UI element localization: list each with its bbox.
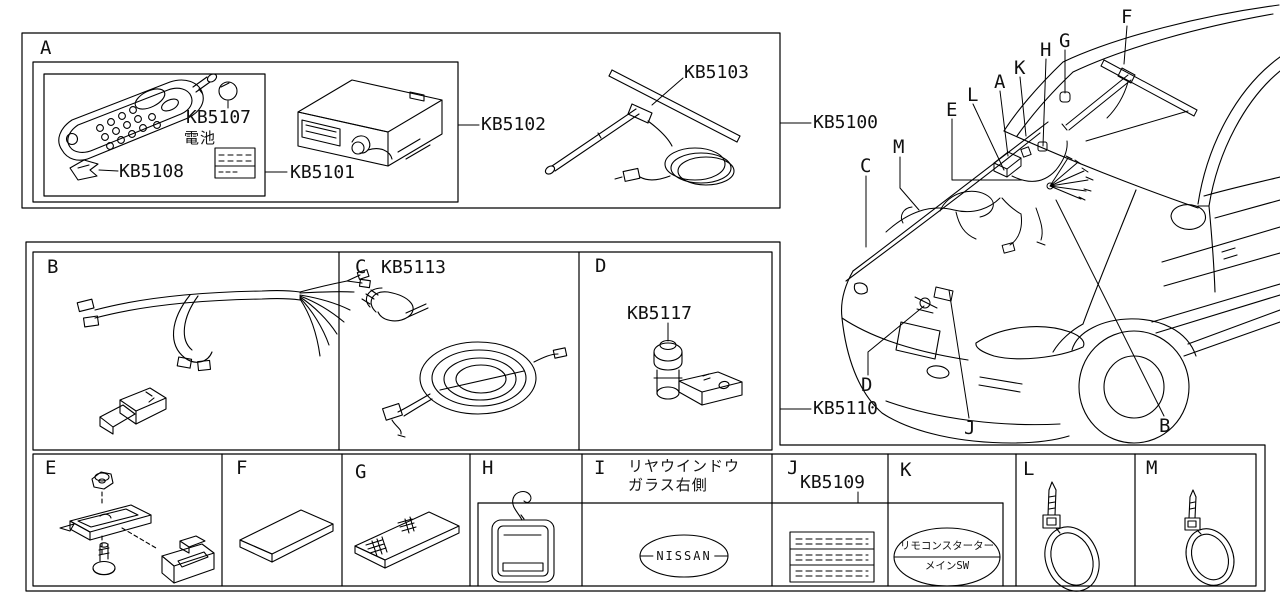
fitting-kit-outline: [25, 241, 1266, 592]
panel-e-label: E: [45, 457, 57, 479]
panel-a-box: [21, 32, 781, 209]
cable-tie-large-illustration: [1042, 481, 1100, 592]
cable-coil-illustration: [361, 287, 568, 438]
panel-h-label: H: [482, 457, 494, 479]
remote-control-illustration: [58, 73, 218, 161]
panel-a-label: A: [40, 37, 52, 59]
panel-i-caption-1: リヤウインドウ: [628, 457, 741, 475]
bracket-parts-illustration: [59, 471, 215, 584]
car-callout-m: M: [893, 136, 905, 158]
panel-b-label: B: [47, 256, 59, 278]
kb5110-label: KB5110: [813, 398, 879, 419]
battery-caption: 電池: [184, 129, 217, 147]
car-illustration: [840, 4, 1280, 444]
car-callout-a: A: [994, 71, 1006, 93]
car-callout-f: F: [1121, 6, 1133, 28]
switch-sticker-illustration: [893, 527, 1001, 587]
sticker-line-1: リモコンスターター: [899, 540, 995, 552]
caution-label-illustration: [789, 531, 875, 583]
panel-f-label: F: [236, 457, 248, 479]
panel-i-label: I: [594, 457, 606, 479]
kb5107-label: KB5107: [186, 107, 252, 128]
panel-j-label: J: [787, 457, 799, 479]
kb5103-label: KB5103: [684, 62, 750, 83]
car-callout-j: J: [964, 417, 976, 439]
engine-bay-harness: [885, 91, 1094, 314]
panel-i-caption-2: ガラス右側: [628, 476, 708, 494]
kb5108-label: KB5108: [119, 161, 185, 182]
panel-k-label: K: [900, 459, 912, 481]
label-card-icon: [214, 147, 256, 179]
panel-d-label: D: [595, 255, 607, 277]
car-callout-g: G: [1059, 30, 1071, 52]
kb5109-label: KB5109: [800, 472, 866, 493]
kb5113-label: KB5113: [381, 257, 447, 278]
panel-l-label: L: [1023, 458, 1035, 480]
kb5102-label: KB5102: [481, 114, 547, 135]
pad-illustration: [239, 509, 334, 563]
holder-clip-icon: [69, 159, 99, 181]
windshield-antenna: [1061, 59, 1198, 142]
panel-c-label: C: [355, 256, 367, 278]
leader-lines: [98, 25, 1165, 504]
harness-illustration: [76, 269, 371, 435]
car-callout-e: E: [946, 99, 958, 121]
velcro-pad-illustration: [354, 511, 460, 569]
control-unit-illustration: [297, 79, 443, 167]
kb5100-label: KB5100: [813, 112, 879, 133]
car-callout-d: D: [861, 374, 873, 396]
car-callout-k: K: [1014, 57, 1026, 79]
sticker-line-2: メインSW: [924, 560, 970, 572]
car-callout-b: B: [1159, 415, 1171, 437]
cable-tie-small-illustration: [1184, 489, 1235, 586]
car-callout-h: H: [1040, 39, 1052, 61]
nissan-emblem-text: NISSAN: [653, 550, 715, 562]
car-callout-l: L: [967, 84, 979, 106]
hood-switch-illustration: [653, 339, 743, 406]
car-callout-c: C: [860, 155, 872, 177]
antenna-illustration: [544, 69, 741, 186]
kb5101-label: KB5101: [290, 162, 356, 183]
kb5117-label: KB5117: [627, 303, 693, 324]
battery-icon: [218, 81, 238, 101]
panel-g-label: G: [355, 461, 367, 483]
panel-m-label: M: [1146, 457, 1158, 479]
hang-tag-illustration: [491, 490, 555, 583]
